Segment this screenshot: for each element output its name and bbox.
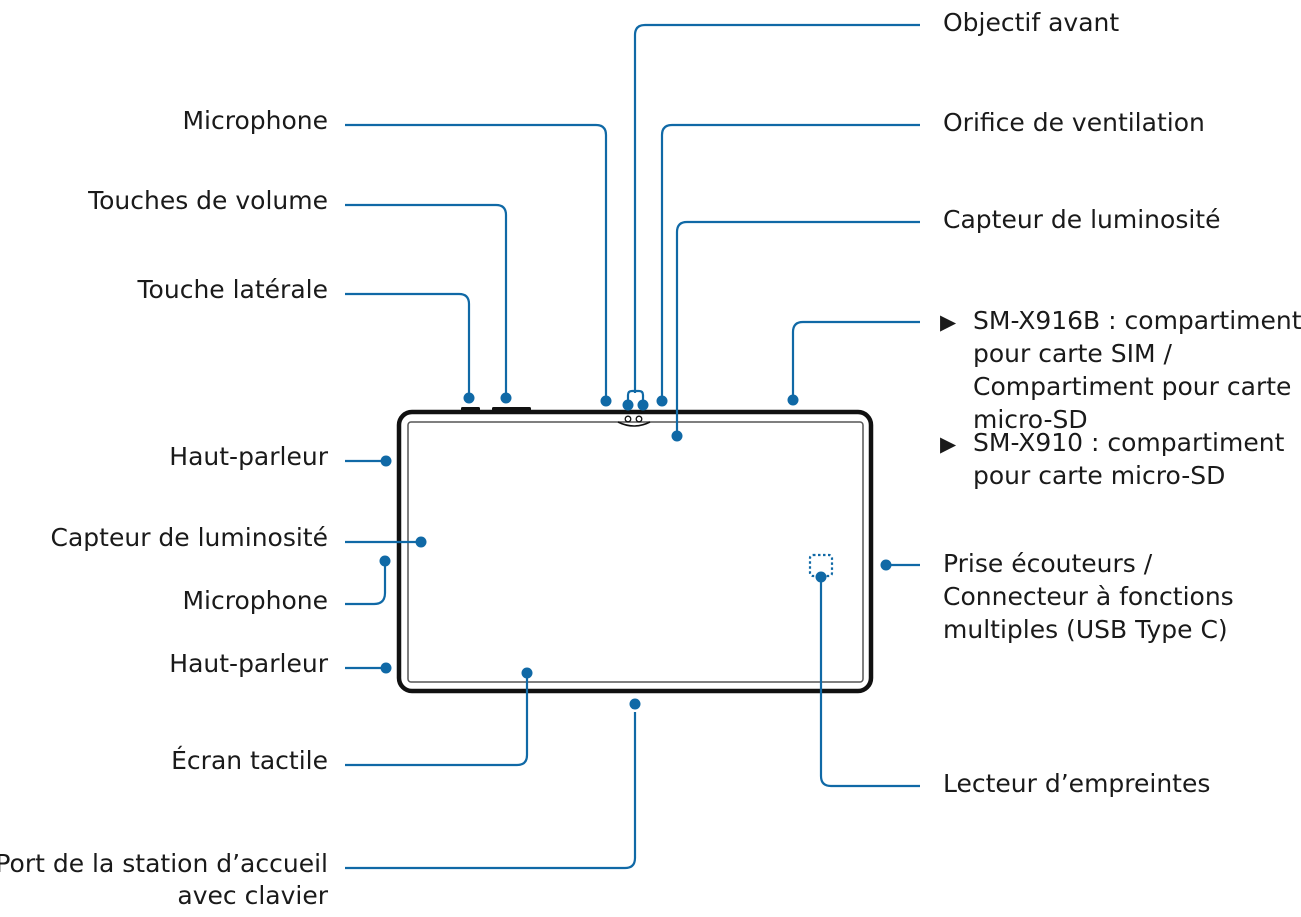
leader-microphone-left bbox=[345, 562, 387, 606]
dot-light-sensor-top bbox=[671, 430, 683, 442]
dot-speaker-bottom bbox=[380, 662, 392, 674]
label-sim-tray-b-line3: Compartiment pour carte bbox=[973, 372, 1291, 401]
label-sim-tray-b-line2: pour carte SIM / bbox=[973, 339, 1172, 368]
dot-fingerprint bbox=[815, 571, 827, 583]
label-vent: Orifice de ventilation bbox=[943, 108, 1205, 137]
label-microphone-left: Microphone bbox=[182, 586, 328, 615]
leader-front-camera bbox=[633, 23, 920, 393]
tablet-outer-frame bbox=[396, 409, 874, 694]
leader-front-camera-bracket bbox=[626, 389, 645, 405]
callout-dots bbox=[379, 392, 892, 710]
right-labels: Objectif avant Orifice de ventilation Ca… bbox=[940, 8, 1301, 798]
dot-microphone-left bbox=[379, 555, 391, 567]
label-keyboard-dock-line2: avec clavier bbox=[177, 881, 328, 910]
label-speaker-bottom: Haut-parleur bbox=[169, 649, 328, 678]
dot-front-camera-left bbox=[622, 399, 634, 411]
label-sim-tray-b-line4: micro-SD bbox=[973, 405, 1088, 434]
label-volume-keys: Touches de volume bbox=[87, 186, 328, 215]
front-camera-notch bbox=[617, 415, 651, 427]
side-key bbox=[461, 407, 480, 412]
dot-microphone-top bbox=[600, 395, 612, 407]
dot-sim-tray bbox=[787, 394, 799, 406]
tablet-screen-border bbox=[407, 421, 864, 683]
label-light-sensor-left: Capteur de luminosité bbox=[51, 523, 328, 552]
label-sim-tray-b-line1: SM-X916B : compartiment bbox=[973, 306, 1301, 335]
leader-sim-tray bbox=[791, 320, 920, 400]
leader-keyboard-dock bbox=[345, 712, 637, 870]
label-side-key: Touche latérale bbox=[137, 275, 328, 304]
dot-vent bbox=[656, 395, 668, 407]
label-earphone-usb-line3: multiples (USB Type C) bbox=[943, 615, 1228, 644]
dot-side-key bbox=[463, 392, 475, 404]
dot-earphone-usb bbox=[880, 559, 892, 571]
leader-light-sensor-top bbox=[675, 220, 920, 435]
label-fingerprint: Lecteur d’empreintes bbox=[943, 769, 1210, 798]
leader-microphone-top bbox=[345, 123, 608, 400]
dot-volume-keys bbox=[500, 392, 512, 404]
leader-vent bbox=[660, 123, 920, 400]
label-sim-tray-910-line1: SM-X910 : compartiment bbox=[973, 428, 1285, 457]
dot-speaker-top bbox=[380, 455, 392, 467]
label-sim-tray-910-line2: pour carte micro-SD bbox=[973, 461, 1225, 490]
volume-key bbox=[492, 407, 531, 412]
label-front-camera: Objectif avant bbox=[943, 8, 1119, 37]
leader-fingerprint bbox=[819, 577, 920, 788]
label-microphone-top: Microphone bbox=[182, 106, 328, 135]
label-touchscreen: Écran tactile bbox=[171, 746, 328, 775]
label-earphone-usb-line1: Prise écouteurs / bbox=[943, 549, 1153, 578]
tablet-device bbox=[396, 407, 874, 694]
sim-tray-b-bullet-icon: ▶ bbox=[940, 310, 957, 334]
dot-light-sensor-left bbox=[415, 536, 427, 548]
leader-touchscreen bbox=[345, 673, 529, 767]
leader-lines bbox=[345, 23, 920, 870]
sim-tray-910-bullet-icon: ▶ bbox=[940, 432, 957, 456]
leader-volume-keys bbox=[345, 203, 508, 398]
left-labels: Microphone Touches de volume Touche laté… bbox=[0, 106, 329, 910]
leader-side-key bbox=[345, 292, 471, 398]
label-keyboard-dock-line1: Port de la station d’accueil bbox=[0, 849, 328, 878]
dot-front-camera-right bbox=[637, 399, 649, 411]
dot-keyboard-dock bbox=[629, 698, 641, 710]
dot-touchscreen bbox=[521, 667, 533, 679]
label-speaker-top: Haut-parleur bbox=[169, 442, 328, 471]
label-light-sensor-top: Capteur de luminosité bbox=[943, 205, 1220, 234]
label-earphone-usb-line2: Connecteur à fonctions bbox=[943, 582, 1234, 611]
